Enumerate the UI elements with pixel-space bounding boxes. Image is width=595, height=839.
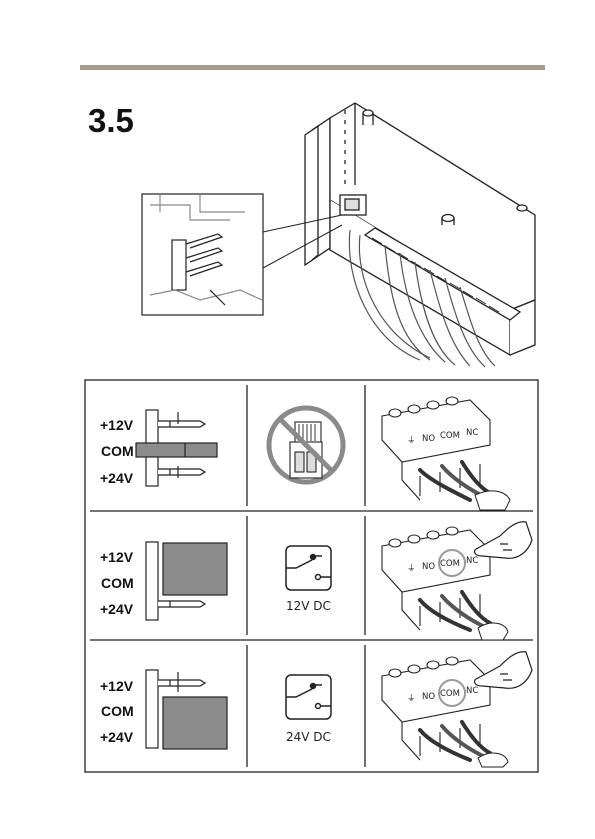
label-com: COM [101,575,134,591]
pin-header [136,410,217,486]
table-row-3: +12V COM +24V 24V DC ⏚ NO COM [100,652,532,767]
label-com: COM [101,443,134,459]
terminal-ground-label: ⏚ [407,564,416,574]
pin-header [146,670,227,749]
device-illustration [263,103,535,367]
terminal-com-label: COM [440,431,460,441]
voltage-label: 24V DC [286,730,331,744]
jumper-block [163,543,227,595]
pointing-hand-icon [475,522,532,559]
pointing-hand-icon [475,652,532,689]
label-com: COM [101,703,134,719]
label-12v: +12V [100,678,134,694]
terminal-block: ⏚ NO COM NC [382,397,510,510]
table-row-2: +12V COM +24V 12V DC ⏚ NO COM [100,522,532,640]
terminal-no-label: NO [422,434,435,444]
relay-switch-icon [286,546,331,590]
label-12v: +12V [100,417,134,433]
terminal-com-label: COM [440,689,460,699]
label-12v: +12V [100,549,134,565]
terminal-no-label: NO [422,562,435,572]
voltage-label: 12V DC [286,599,331,613]
zoom-inset [142,194,263,315]
terminal-no-label: NO [422,692,435,702]
label-24v: +24V [100,470,134,486]
jumper-block [136,443,217,457]
terminal-nc-label: NC [466,556,478,566]
prohibited-jumper-icon [269,408,343,482]
label-24v: +24V [100,601,134,617]
label-24v: +24V [100,729,134,745]
terminal-block: ⏚ NO COM NC [382,522,532,640]
terminal-nc-label: NC [466,428,478,438]
terminal-ground-label: ⏚ [407,436,416,446]
terminal-nc-label: NC [466,686,478,696]
relay-switch-icon [286,675,331,719]
pin-header [146,542,227,620]
terminal-com-label: COM [440,559,460,569]
jumper-block [163,697,227,749]
terminal-block: ⏚ NO COM NC [382,652,532,767]
terminal-ground-label: ⏚ [407,694,416,704]
table-row-1: +12V COM +24V [100,397,510,510]
